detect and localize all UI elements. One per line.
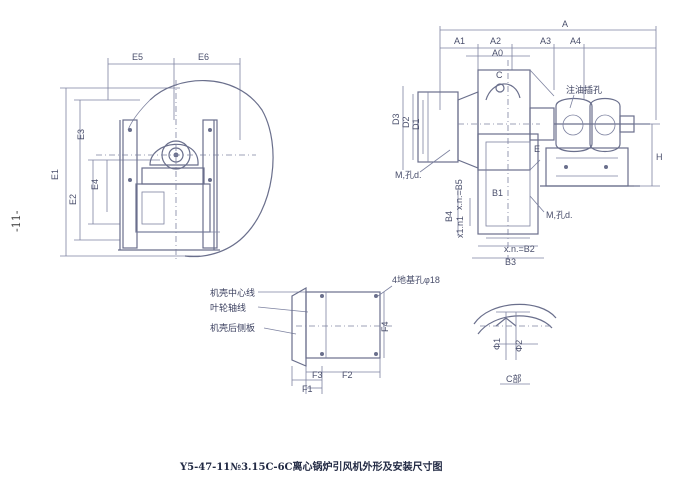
dim-d3: D3: [391, 113, 401, 125]
dim-f4: F4: [380, 321, 390, 332]
dim-a1: A1: [454, 36, 465, 46]
dim-a4: A4: [570, 36, 581, 46]
xn-b5: x.n.=B5: [454, 179, 464, 210]
dim-a: A: [562, 19, 568, 29]
x1n1-label: x1.n1: [455, 216, 465, 238]
bolt-flange-label: M,孔d.: [395, 170, 422, 180]
foundation-bolt-note: 4地基孔φ18: [392, 274, 440, 285]
detail-c-label: C部: [506, 373, 522, 384]
dim-e5: E5: [132, 52, 143, 62]
dim-f2: F2: [342, 370, 353, 380]
dim-f1: F1: [302, 384, 313, 394]
callout-impeller-axis: 叶轮轴线: [210, 302, 246, 314]
detail-c-view: Φ1 Φ2 C部: [473, 303, 557, 385]
dim-a2: A2: [490, 36, 501, 46]
dim-a0: A0: [492, 48, 503, 58]
dim-c: C: [496, 70, 503, 80]
oil-hole-label: 注油插孔: [566, 84, 602, 96]
dim-h: H: [656, 152, 663, 162]
dim-b1: B1: [492, 188, 503, 198]
dim-e-right: E: [534, 144, 540, 154]
dim-b4: B4: [444, 211, 454, 222]
dim-f3: F3: [312, 370, 323, 380]
dim-d1: D1: [411, 118, 421, 130]
volute-casing: [149, 80, 274, 258]
plan-view: 机壳中心线 叶轮轴线 机壳后侧板 4地基孔φ18 F4 F3 F2 F1: [210, 274, 440, 394]
callout-casing-rear-plate: 机壳后侧板: [210, 322, 255, 334]
bolt-flange-label-2: M,孔d.: [546, 210, 573, 220]
front-elevation-view: E5 E6 E3 E1 E2 E4: [50, 52, 274, 262]
detail-dim-phi2: Φ2: [514, 340, 524, 352]
dim-b3: B3: [505, 257, 516, 267]
dim-e2: E2: [68, 194, 78, 205]
dim-e6: E6: [198, 52, 209, 62]
side-elevation-view: A A1 A2 A3 A4 A0 D3 D2 D1 C 注油插孔: [391, 19, 663, 267]
dim-e3: E3: [76, 129, 86, 140]
xn-b2: x.n.=B2: [504, 244, 535, 254]
detail-dim-phi1: Φ1: [492, 338, 502, 350]
dim-a3: A3: [540, 36, 551, 46]
dim-e4: E4: [90, 179, 100, 190]
page-number: -11-: [10, 210, 23, 232]
dim-e1: E1: [50, 169, 60, 180]
figure-caption: Y5-47-11№3.15C-6C离心锅炉引风机外形及安装尺寸图: [179, 460, 442, 473]
callout-casing-centerline: 机壳中心线: [210, 287, 255, 299]
dim-d2: D2: [401, 116, 411, 128]
